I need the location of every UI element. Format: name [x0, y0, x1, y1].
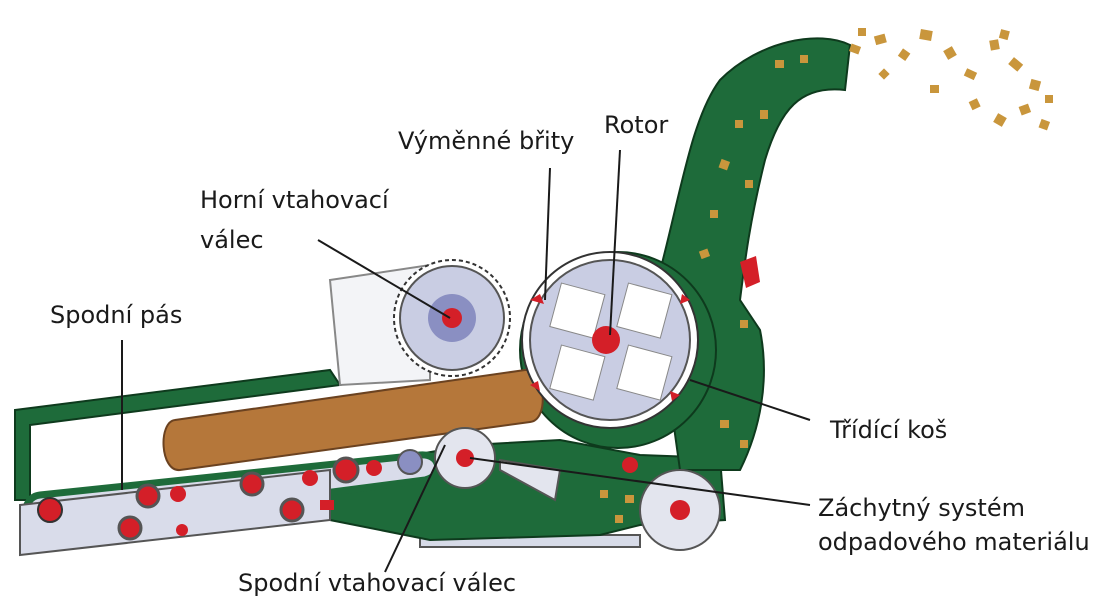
label-screen: Třídící koš [830, 415, 947, 445]
label-waste-system-line2: odpadového materiálu [818, 527, 1090, 557]
label-upper-roller: Horní vtahovací válec [200, 185, 389, 255]
label-bottom-belt: Spodní pás [50, 300, 182, 330]
rotor [522, 252, 698, 428]
upper-feed-roller [394, 260, 510, 376]
label-blades: Výměnné břity [398, 126, 574, 156]
label-upper-roller-line2: válec [200, 225, 389, 255]
label-upper-roller-line1: Horní vtahovací [200, 185, 389, 215]
label-lower-roller: Spodní vtahovací válec [238, 568, 516, 598]
label-rotor: Rotor [604, 110, 668, 140]
label-waste-system: Záchytný systém odpadového materiálu [818, 493, 1090, 557]
label-waste-system-line1: Záchytný systém [818, 493, 1090, 523]
